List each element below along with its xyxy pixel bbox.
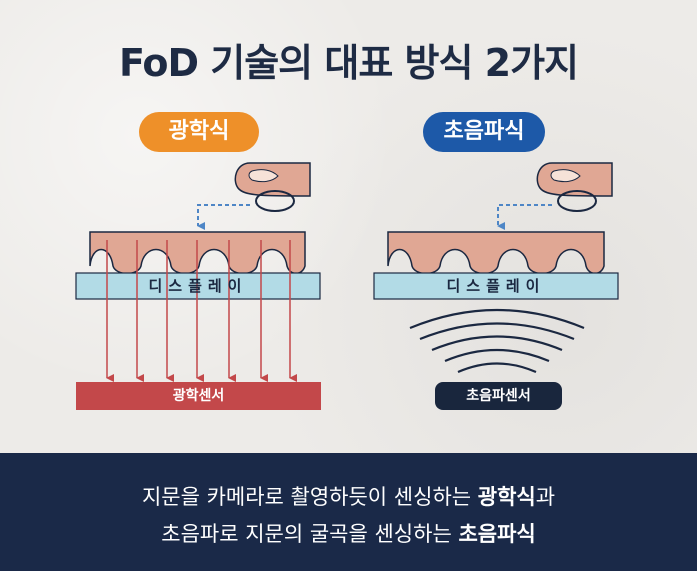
ultrasonic-waves xyxy=(409,308,585,374)
fod-diagram xyxy=(75,162,619,382)
display-layer-left xyxy=(75,272,321,300)
footer-line-1-suffix: 과 xyxy=(535,485,556,509)
footer-line-1-prefix: 지문을 카메라로 촬영하듯이 센싱하는 xyxy=(141,485,478,509)
footer-line-2-bold: 초음파식 xyxy=(458,522,536,546)
footer-line-2-prefix: 초음파로 지문의 굴곡을 센싱하는 xyxy=(161,522,459,546)
ultrasonic-method-badge: 초음파식 xyxy=(423,112,545,152)
footer-line-2: 초음파로 지문의 굴곡을 센싱하는 초음파식 xyxy=(0,518,697,548)
display-layer-right xyxy=(373,272,619,300)
optical-rays xyxy=(106,240,297,382)
skin-ridges-right xyxy=(387,231,605,275)
finger-icon-right xyxy=(536,162,613,212)
pointer-arrow-right xyxy=(497,204,552,230)
footer-line-1-bold: 광학식 xyxy=(477,485,536,509)
display-label-right: 디스플레이 xyxy=(446,277,546,295)
pointer-arrow-left xyxy=(197,204,250,230)
background-paper xyxy=(0,0,697,453)
optical-method-badge: 광학식 xyxy=(139,112,259,152)
footer-banner xyxy=(0,453,697,571)
finger-icon-left xyxy=(234,162,311,212)
display-label-left: 디스플레이 xyxy=(148,277,248,295)
optical-sensor: 광학센서 xyxy=(76,382,321,410)
page-title: FoD 기술의 대표 방식 2가지 xyxy=(118,41,579,85)
ultrasonic-sensor: 초음파센서 xyxy=(435,382,562,410)
footer-line-1: 지문을 카메라로 촬영하듯이 센싱하는 광학식과 xyxy=(0,481,697,511)
